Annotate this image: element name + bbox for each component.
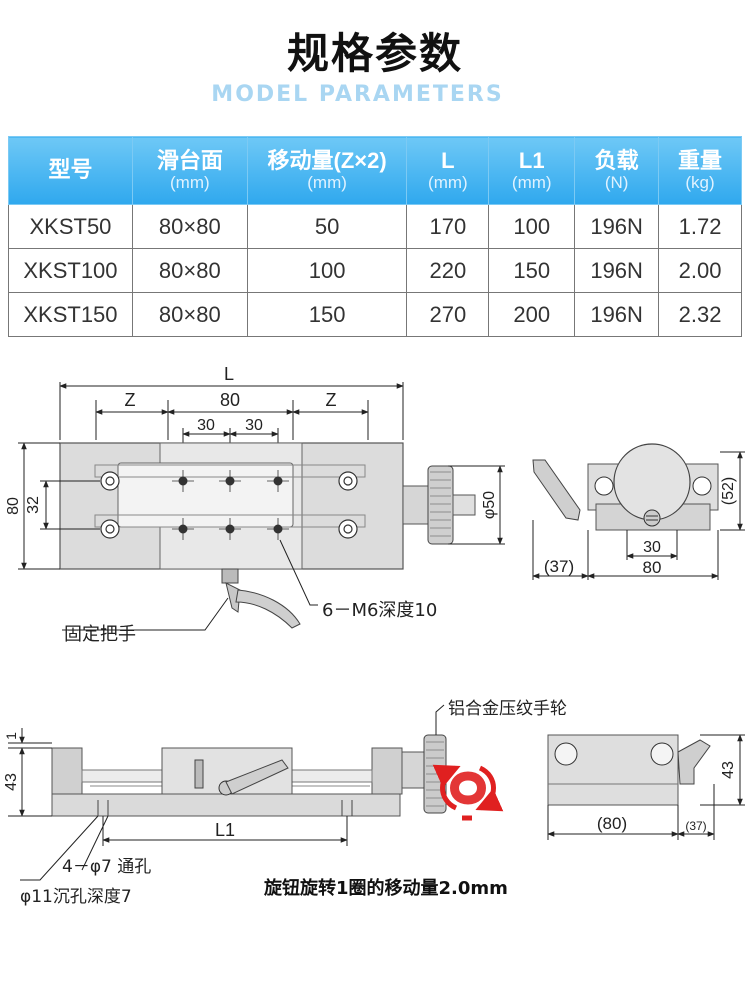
rotation-note: 旋钮旋转1圈的移动量2.0mm [264,878,508,899]
dim-32: 32 [25,496,42,514]
side-view-drawing: (52) 30 80 (37) [532,443,745,580]
dim-37-end: (37) [685,819,706,833]
lock-handle-label: 固定把手 [64,624,136,645]
table-header-row: 型号 滑台面(mm) 移动量(Z×2)(mm) L(mm) L1(mm) 负载(… [8,136,742,205]
col-weight: 重量(kg) [658,136,742,205]
dim-80-width: 80 [220,390,240,410]
rotation-arrows-icon [432,764,504,821]
col-model: 型号 [8,136,133,205]
dim-80-end: (80) [597,814,627,833]
dim-1: 1 [3,732,19,740]
counterbore-note: φ11沉孔深度7 [20,887,132,907]
page-title: 规格参数 [286,29,463,78]
dim-43-front: 43 [3,773,20,791]
handwheel-label: 铝合金压纹手轮 [448,699,567,719]
end-view-drawing: (80) (37) 43 [547,734,745,840]
dim-80-side: 80 [643,558,662,577]
dim-37-side: (37) [544,557,574,576]
top-view-drawing: L Z 80 Z 30 30 [5,364,505,631]
dim-43-end: 43 [720,761,737,779]
dim-30-left: 30 [197,417,215,434]
col-table-surface: 滑台面(mm) [131,136,248,205]
hole-note-m6: 6－M6深度10 [322,600,438,621]
page-subtitle: MODEL PARAMETERS [211,82,504,107]
dim-80-height: 80 [5,497,22,515]
dim-L1: L1 [215,820,235,840]
dim-Z-left: Z [125,390,136,410]
dim-30-side: 30 [643,539,661,556]
dim-52: (52) [720,477,737,505]
col-length: L(mm) [406,136,490,205]
dim-30-right: 30 [245,417,263,434]
dim-L: L [224,364,234,384]
dim-Z-right: Z [326,390,337,410]
col-load: 负载(N) [574,136,660,205]
through-hole-note: 4－φ7 通孔 [62,857,152,877]
col-travel: 移动量(Z×2)(mm) [246,136,408,205]
front-view-drawing: 1 43 L1 [3,704,504,881]
spec-table: 型号 滑台面(mm) 移动量(Z×2)(mm) L(mm) L1(mm) 负载(… [8,136,742,337]
dim-phi50: φ50 [481,491,498,519]
